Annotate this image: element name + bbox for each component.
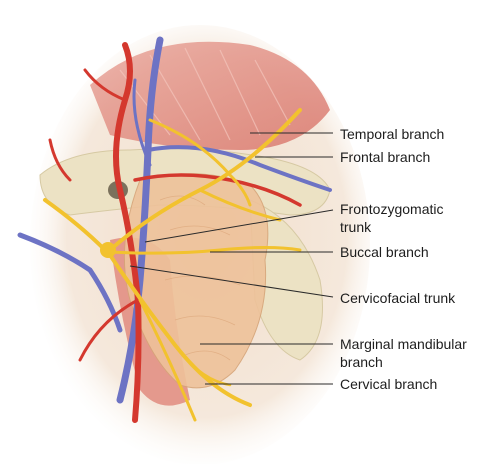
facial-nerve	[43, 108, 302, 422]
label-marginal-line1: Marginal mandibular	[340, 336, 467, 352]
leader-lines	[129, 132, 334, 385]
label-cervicofacial-trunk: Cervicofacial trunk	[340, 290, 456, 306]
label-buccal-branch: Buccal branch	[340, 244, 429, 260]
label-frontozygomatic-line2: trunk	[340, 219, 372, 235]
label-frontal-branch: Frontal branch	[340, 149, 431, 165]
label-frontozygomatic-line1: Frontozygomatic	[340, 201, 444, 217]
parotid-lobules	[159, 195, 241, 361]
label-cervical-branch: Cervical branch	[340, 376, 438, 392]
label-temporal-branch: Temporal branch	[340, 126, 445, 142]
label-marginal-line2: branch	[340, 354, 383, 370]
arteries	[48, 42, 302, 423]
